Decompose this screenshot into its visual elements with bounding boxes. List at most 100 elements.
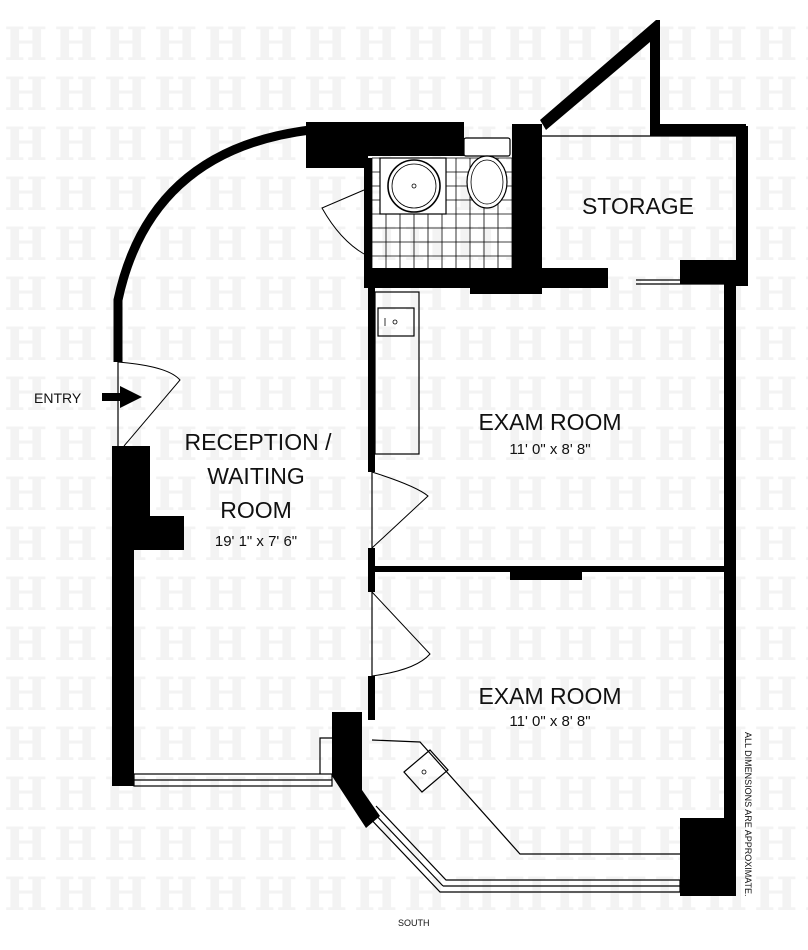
watermark-glyph: H	[304, 17, 347, 71]
watermark-glyph: H	[654, 417, 697, 471]
watermark-glyph: H	[204, 617, 247, 671]
watermark-glyph: H	[754, 317, 797, 371]
watermark-glyph: H	[754, 717, 797, 771]
watermark-glyph: H	[554, 617, 597, 671]
entry-door[interactable]	[117, 361, 181, 447]
watermark-glyph: H	[504, 867, 547, 921]
watermark-glyph: H	[754, 667, 797, 721]
watermark-glyph: H	[754, 817, 797, 871]
watermark-glyph: H	[254, 267, 297, 321]
watermark-glyph: H	[154, 317, 197, 371]
watermark-glyph: H	[404, 567, 447, 621]
watermark-glyph: H	[404, 667, 447, 721]
watermark-glyph: H	[404, 817, 447, 871]
watermark-glyph: H	[804, 217, 808, 271]
watermark-glyph: H	[354, 417, 397, 471]
watermark-glyph: H	[504, 67, 547, 121]
watermark-glyph: H	[404, 617, 447, 671]
watermark-glyph: H	[54, 867, 97, 921]
watermark-glyph: H	[304, 267, 347, 321]
watermark-glyph: H	[804, 667, 808, 721]
watermark-glyph: H	[154, 267, 197, 321]
watermark-glyph: H	[804, 867, 808, 921]
thin-lines	[117, 135, 736, 893]
wall-top-beam	[306, 122, 464, 156]
watermark-glyph: H	[404, 367, 447, 421]
watermark-glyph: H	[554, 517, 597, 571]
watermark-glyph: H	[554, 17, 597, 71]
watermark-glyph: H	[454, 567, 497, 621]
watermark-glyph: H	[604, 667, 647, 721]
labels: ENTRY STORAGE RECEPTION / WAITING ROOM 1…	[34, 193, 753, 928]
watermark-glyph: H	[4, 867, 47, 921]
exam2-counter	[371, 739, 680, 855]
entry-arrow-icon	[102, 386, 142, 408]
watermark-glyph: H	[654, 767, 697, 821]
watermark-glyph: H	[354, 217, 397, 271]
exam-room-2-door[interactable]	[371, 591, 431, 677]
watermark-glyph: H	[154, 817, 197, 871]
watermark-glyph: H	[604, 417, 647, 471]
watermark-glyph: H	[754, 367, 797, 421]
exam-room-1-dimensions: 11' 0" x 8' 8"	[509, 441, 590, 458]
watermark-glyph: H	[254, 317, 297, 371]
watermark-glyph: H	[654, 567, 697, 621]
wall-between-exams-thick	[510, 566, 582, 580]
exam-room-1-door[interactable]	[371, 471, 429, 549]
watermark-glyph: H	[254, 817, 297, 871]
watermark-glyph: H	[354, 467, 397, 521]
watermark-glyph: H	[554, 167, 597, 221]
watermark-glyph: H	[554, 767, 597, 821]
watermark-glyph: H	[54, 317, 97, 371]
watermark-glyph: H	[254, 767, 297, 821]
watermark-glyph: H	[804, 267, 808, 321]
watermark-glyph: H	[504, 367, 547, 421]
watermark-glyph: H	[604, 467, 647, 521]
watermark-glyph: H	[654, 17, 697, 71]
watermark-glyph: H	[354, 617, 397, 671]
watermark-glyph: H	[804, 467, 808, 521]
watermark-glyph: H	[304, 217, 347, 271]
watermark-glyph: H	[4, 17, 47, 71]
watermark-glyph: H	[204, 217, 247, 271]
reception-label-line3: ROOM	[220, 497, 292, 523]
watermark-glyph: H	[754, 517, 797, 571]
curved-wall	[113, 125, 311, 362]
watermark-glyph: H	[354, 367, 397, 421]
watermark-glyph: H	[154, 67, 197, 121]
watermark-glyph: H	[254, 67, 297, 121]
watermark-glyph: H	[804, 117, 808, 171]
watermark-glyph: H	[654, 717, 697, 771]
watermark-glyph: H	[804, 767, 808, 821]
watermark-glyph: H	[154, 417, 197, 471]
watermark-glyph: H	[554, 867, 597, 921]
watermark-glyph: H	[254, 217, 297, 271]
watermark-glyph: H	[304, 817, 347, 871]
watermark-glyph: H	[404, 17, 447, 71]
watermark-glyph: H	[804, 67, 808, 121]
watermark-glyph: H	[454, 417, 497, 471]
walls	[112, 20, 748, 896]
watermark-glyph: H	[754, 467, 797, 521]
south-label: SOUTH	[398, 918, 430, 928]
watermark-glyph: H	[604, 317, 647, 371]
watermark-glyph: H	[754, 267, 797, 321]
watermark-glyph: H	[454, 367, 497, 421]
watermark-glyph: H	[504, 667, 547, 721]
watermark-glyph: H	[304, 517, 347, 571]
watermark-glyph: H	[654, 367, 697, 421]
watermark-glyph: H	[54, 667, 97, 721]
partition-lower	[368, 676, 375, 720]
watermark-glyph: H	[154, 217, 197, 271]
watermark-glyph: H	[254, 17, 297, 71]
watermark-glyph: H	[804, 567, 808, 621]
bathroom-door[interactable]	[321, 189, 365, 255]
watermark-glyph: H	[54, 567, 97, 621]
watermark-glyph: H	[754, 167, 797, 221]
watermark-glyph: H	[104, 167, 147, 221]
watermark-glyph: H	[754, 217, 797, 271]
watermark-glyph: H	[54, 717, 97, 771]
watermark-glyph: H	[804, 517, 808, 571]
watermark-glyph: H	[604, 167, 647, 221]
watermark-glyph: H	[454, 717, 497, 771]
